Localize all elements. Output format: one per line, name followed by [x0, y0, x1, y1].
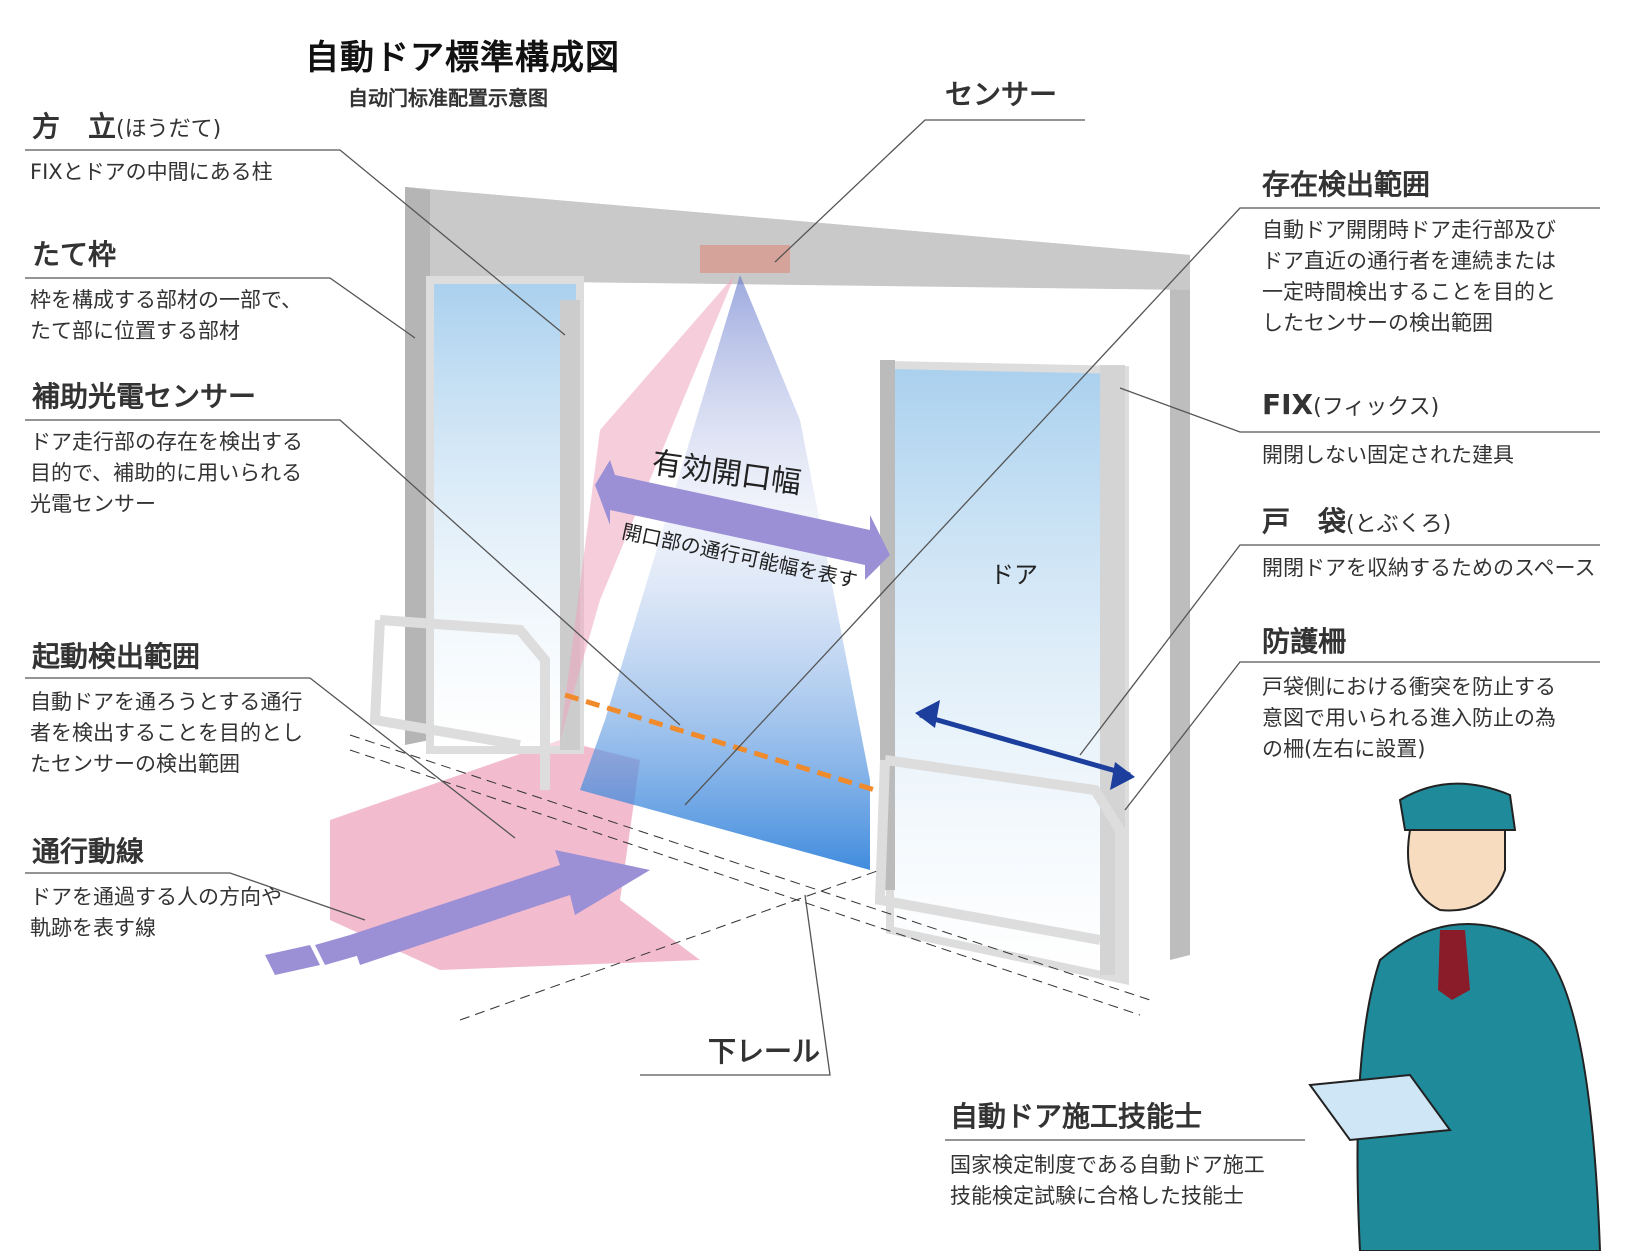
- label-activation-heading: 起動検出範囲: [32, 640, 201, 673]
- opening-width-arrow: [595, 460, 890, 580]
- label-jamb-heading: たて枠: [32, 238, 117, 271]
- label-photo-sensor-desc: ドア走行部の存在を検出する目的で、補助的に用いられる光電センサー: [30, 427, 303, 520]
- door-frame: [405, 187, 1190, 985]
- desc-line: 枠を構成する部材の一部で、: [30, 288, 303, 312]
- desc-line: 自動ドア開閉時ドア走行部及び: [1262, 218, 1556, 242]
- desc-line: 国家検定制度である自動ドア施工: [950, 1153, 1265, 1177]
- label-fix-heading: FIX(フィックス): [1262, 388, 1439, 421]
- heading-text: 戸 袋: [1262, 505, 1347, 538]
- desc-line: ドア直近の通行者を連続または: [1262, 249, 1556, 273]
- label-mullion-desc: FIXとドアの中間にある柱: [30, 160, 273, 184]
- desc-line: たセンサーの検出範囲: [30, 752, 240, 776]
- guard-fence-right: [874, 755, 1125, 980]
- desc-line: 一定時間検出することを目的と: [1262, 280, 1556, 304]
- label-presence-heading: 存在検出範囲: [1262, 168, 1431, 201]
- label-traffic-heading: 通行動線: [32, 835, 145, 868]
- desc-line: の柵(左右に設置): [1262, 737, 1426, 761]
- label-jamb-desc: 枠を構成する部材の一部で、たて部に位置する部材: [30, 285, 302, 347]
- reading-text: (ほうだて): [116, 117, 222, 142]
- desc-line: たて部に位置する部材: [30, 319, 240, 343]
- desc-line: 自動ドアを通ろうとする通行: [30, 690, 303, 714]
- desc-line: 軌跡を表す線: [30, 916, 156, 940]
- desc-line: したセンサーの検出範囲: [1262, 311, 1493, 335]
- reading-text: (とぶくろ): [1346, 512, 1452, 537]
- traffic-line-arrow: [350, 850, 650, 965]
- label-traffic-desc: ドアを通過する人の方向や軌跡を表す線: [30, 882, 282, 944]
- desc-line: ドア走行部の存在を検出する: [30, 430, 303, 454]
- label-presence-desc: 自動ドア開閉時ドア走行部及びドア直近の通行者を連続または一定時間検出することを目…: [1262, 215, 1556, 339]
- label-mullion-heading: 方 立(ほうだて): [32, 105, 221, 145]
- desc-line: 光電センサー: [30, 492, 156, 516]
- page-subtitle: 自动门标准配置示意图: [348, 86, 548, 110]
- label-sensor: センサー: [945, 78, 1058, 111]
- label-activation-desc: 自動ドアを通ろうとする通行者を検出することを目的としたセンサーの検出範囲: [30, 687, 303, 780]
- desc-line: 技能検定試験に合格した技能士: [950, 1184, 1244, 1208]
- leader-lines: [25, 119, 1600, 1141]
- label-technician-desc: 国家検定制度である自動ドア施工技能検定試験に合格した技能士: [950, 1150, 1265, 1212]
- sensor-box: [700, 245, 790, 273]
- label-photo-sensor-heading: 補助光電センサー: [32, 380, 257, 413]
- desc-line: 意図で用いられる進入防止の為: [1262, 706, 1556, 730]
- page-title: 自動ドア標準構成図: [305, 38, 620, 78]
- label-bottom-rail: 下レール: [708, 1035, 821, 1068]
- reading-text: (フィックス): [1313, 395, 1440, 420]
- photoelectric-beam: [564, 692, 876, 793]
- heading-text: 方 立: [32, 110, 117, 143]
- label-pocket-heading: 戸 袋(とぶくろ): [1262, 500, 1451, 540]
- desc-line: 戸袋側における衝突を防止する: [1262, 675, 1556, 699]
- door-label: ドア: [990, 561, 1038, 589]
- heading-text: FIX: [1262, 388, 1314, 421]
- desc-line: ドアを通過する人の方向や: [30, 885, 282, 909]
- guard-fence-left: [369, 615, 550, 790]
- technician-illustration: [1308, 782, 1602, 1251]
- pocket-arrow: [919, 712, 1131, 778]
- label-guard-desc: 戸袋側における衝突を防止する意図で用いられる進入防止の為の柵(左右に設置): [1262, 672, 1556, 765]
- label-guard-heading: 防護柵: [1262, 625, 1347, 658]
- label-pocket-desc: 開閉ドアを収納するためのスペース: [1262, 556, 1596, 580]
- label-fix-desc: 開閉しない固定された建具: [1262, 443, 1514, 467]
- desc-line: 者を検出することを目的とし: [30, 721, 303, 745]
- activation-beam: [560, 275, 735, 740]
- label-technician-heading: 自動ドア施工技能士: [950, 1100, 1203, 1133]
- desc-line: 目的で、補助的に用いられる: [30, 461, 303, 485]
